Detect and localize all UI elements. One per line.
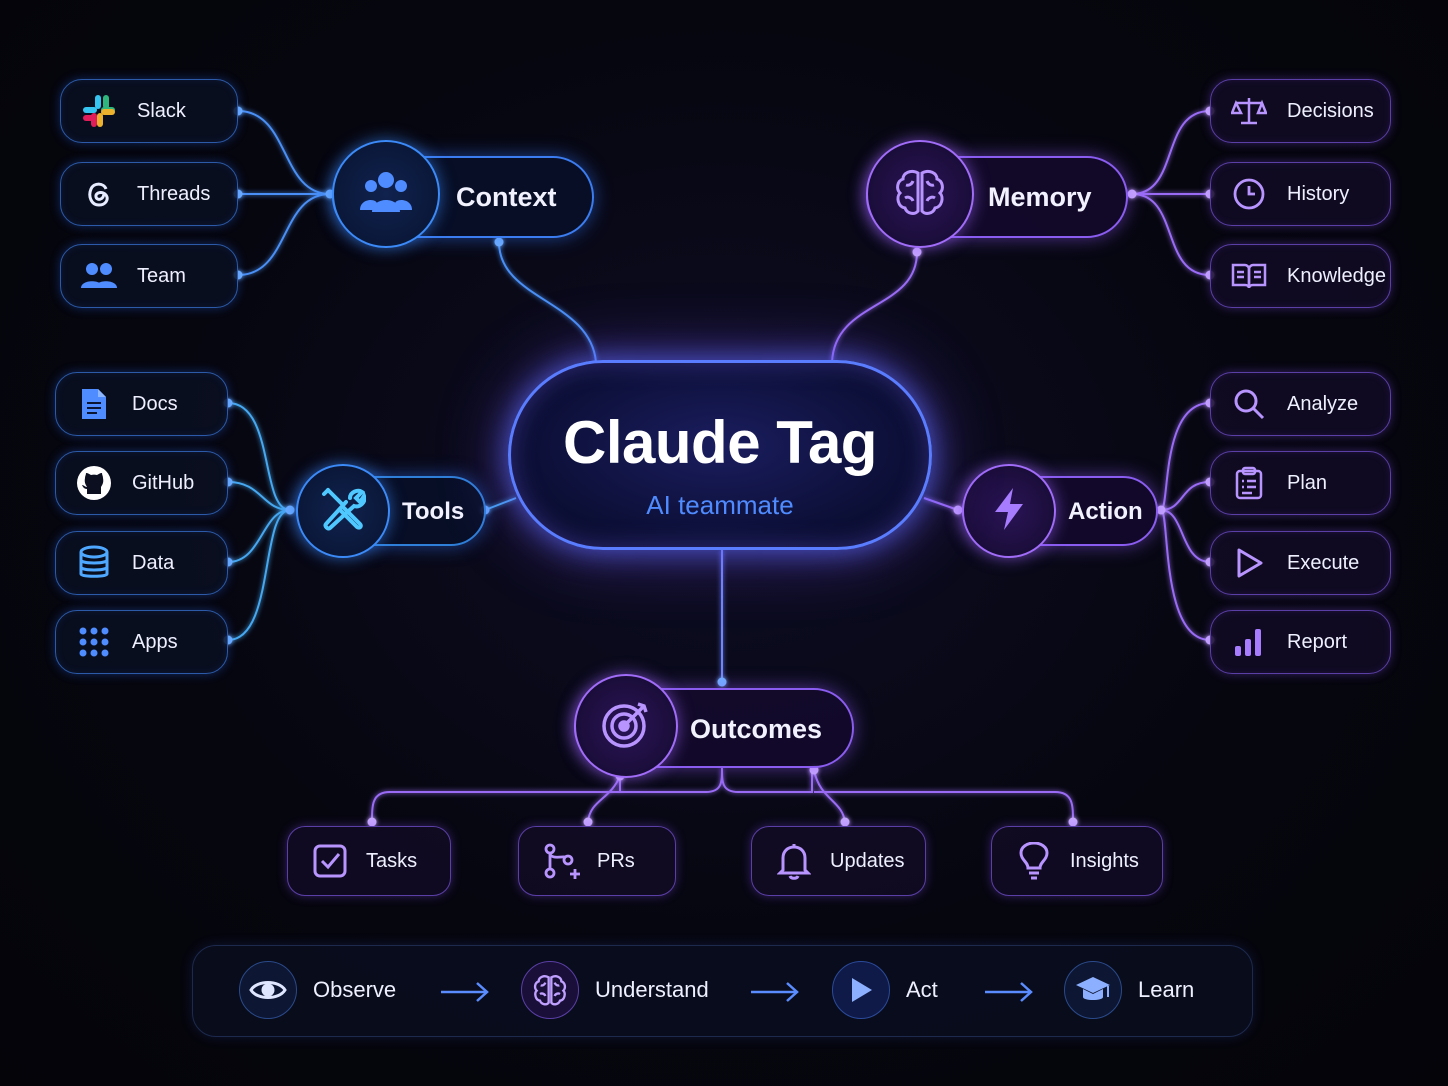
graduation-cap-icon — [1064, 961, 1122, 1019]
flow-step-act[interactable]: Act — [832, 961, 938, 1019]
flow-step-understand[interactable]: Understand — [521, 961, 709, 1019]
center-subtitle: AI teammate — [646, 490, 794, 520]
hub-action[interactable]: Action — [962, 464, 1158, 558]
arrow-right-icon — [441, 982, 489, 1002]
brain-icon — [893, 167, 947, 222]
eye-icon — [239, 961, 297, 1019]
lightbulb-icon — [1014, 841, 1054, 881]
action-item-label: Analyze — [1287, 392, 1359, 415]
github-icon — [74, 463, 114, 503]
threads-icon — [79, 174, 119, 214]
action-item-analyze[interactable]: Analyze — [1210, 372, 1391, 436]
hub-action-label: Action — [1068, 498, 1143, 525]
context-item-slack[interactable]: Slack — [60, 79, 238, 143]
context-item-team[interactable]: Team — [60, 244, 238, 308]
action-item-plan[interactable]: Plan — [1210, 451, 1391, 515]
tools-item-apps[interactable]: Apps — [55, 610, 228, 674]
book-icon — [1229, 256, 1269, 296]
scale-icon — [1229, 91, 1269, 131]
hub-action-badge — [962, 464, 1056, 558]
flow-step-label: Learn — [1138, 977, 1195, 1002]
tools-item-label: Docs — [132, 392, 178, 415]
outcome-item-label: Insights — [1070, 849, 1139, 872]
hub-memory-badge — [866, 140, 974, 248]
process-flow-bar: Observe Understand Act Learn — [192, 945, 1253, 1037]
lightning-icon — [991, 486, 1027, 537]
memory-item-decisions[interactable]: Decisions — [1210, 79, 1391, 143]
outcome-item-updates[interactable]: Updates — [751, 826, 926, 896]
outcome-item-insights[interactable]: Insights — [991, 826, 1163, 896]
database-icon — [74, 543, 114, 583]
arrow-right-icon — [751, 982, 799, 1002]
users-icon — [359, 168, 413, 221]
center-node[interactable]: Claude Tag AI teammate — [508, 360, 932, 550]
flow-step-label: Act — [906, 977, 938, 1002]
target-icon — [600, 698, 652, 755]
hub-memory[interactable]: Memory — [866, 140, 1128, 248]
hub-context-badge — [332, 140, 440, 248]
action-item-label: Plan — [1287, 471, 1328, 494]
context-item-threads[interactable]: Threads — [60, 162, 238, 226]
hub-tools[interactable]: Tools — [296, 464, 486, 558]
action-item-execute[interactable]: Execute — [1210, 531, 1391, 595]
memory-item-label: Decisions — [1287, 99, 1374, 122]
tools-item-docs[interactable]: Docs — [55, 372, 228, 436]
arrow-right-icon — [985, 982, 1033, 1002]
hub-tools-badge — [296, 464, 390, 558]
memory-item-label: History — [1287, 182, 1350, 205]
bar-chart-icon — [1229, 622, 1269, 662]
flow-step-learn[interactable]: Learn — [1064, 961, 1194, 1019]
tools-item-label: Data — [132, 551, 175, 574]
clipboard-icon — [1229, 463, 1269, 503]
hub-outcomes-label: Outcomes — [690, 714, 823, 744]
flow-step-label: Understand — [595, 977, 709, 1002]
center-title: Claude Tag — [563, 409, 877, 476]
action-item-label: Report — [1287, 630, 1348, 653]
search-icon — [1229, 384, 1269, 424]
checkbox-icon — [310, 841, 350, 881]
tools-item-github[interactable]: GitHub — [55, 451, 228, 515]
memory-item-label: Knowledge — [1287, 264, 1386, 287]
hub-outcomes-badge — [574, 674, 678, 778]
hub-memory-label: Memory — [988, 182, 1092, 212]
hub-outcomes[interactable]: Outcomes — [574, 674, 854, 778]
memory-item-history[interactable]: History — [1210, 162, 1391, 226]
outcome-item-label: Tasks — [366, 849, 418, 872]
memory-item-knowledge[interactable]: Knowledge — [1210, 244, 1391, 308]
brain-icon — [521, 961, 579, 1019]
play-icon — [1229, 543, 1269, 583]
context-item-label: Team — [137, 264, 186, 287]
outcome-item-label: PRs — [597, 849, 635, 872]
document-icon — [74, 384, 114, 424]
clock-icon — [1229, 174, 1269, 214]
tools-icon — [320, 486, 367, 537]
flow-step-label: Observe — [313, 977, 397, 1002]
play-icon — [832, 961, 890, 1019]
tools-item-label: GitHub — [132, 471, 195, 494]
hub-context-label: Context — [456, 182, 557, 212]
hub-tools-label: Tools — [402, 498, 465, 525]
outcome-item-tasks[interactable]: Tasks — [287, 826, 451, 896]
outcome-item-label: Updates — [830, 849, 905, 872]
tools-item-label: Apps — [132, 630, 178, 653]
action-item-report[interactable]: Report — [1210, 610, 1391, 674]
context-item-label: Threads — [137, 182, 211, 205]
action-item-label: Execute — [1287, 551, 1360, 574]
context-item-label: Slack — [137, 99, 186, 122]
tools-item-data[interactable]: Data — [55, 531, 228, 595]
outcome-item-prs[interactable]: PRs — [518, 826, 676, 896]
hub-context[interactable]: Context — [332, 140, 594, 248]
git-branch-icon — [541, 841, 581, 881]
slack-icon — [79, 91, 119, 131]
grid-icon — [74, 622, 114, 662]
team-icon — [79, 256, 119, 296]
bell-icon — [774, 841, 814, 881]
flow-step-observe[interactable]: Observe — [239, 961, 396, 1019]
